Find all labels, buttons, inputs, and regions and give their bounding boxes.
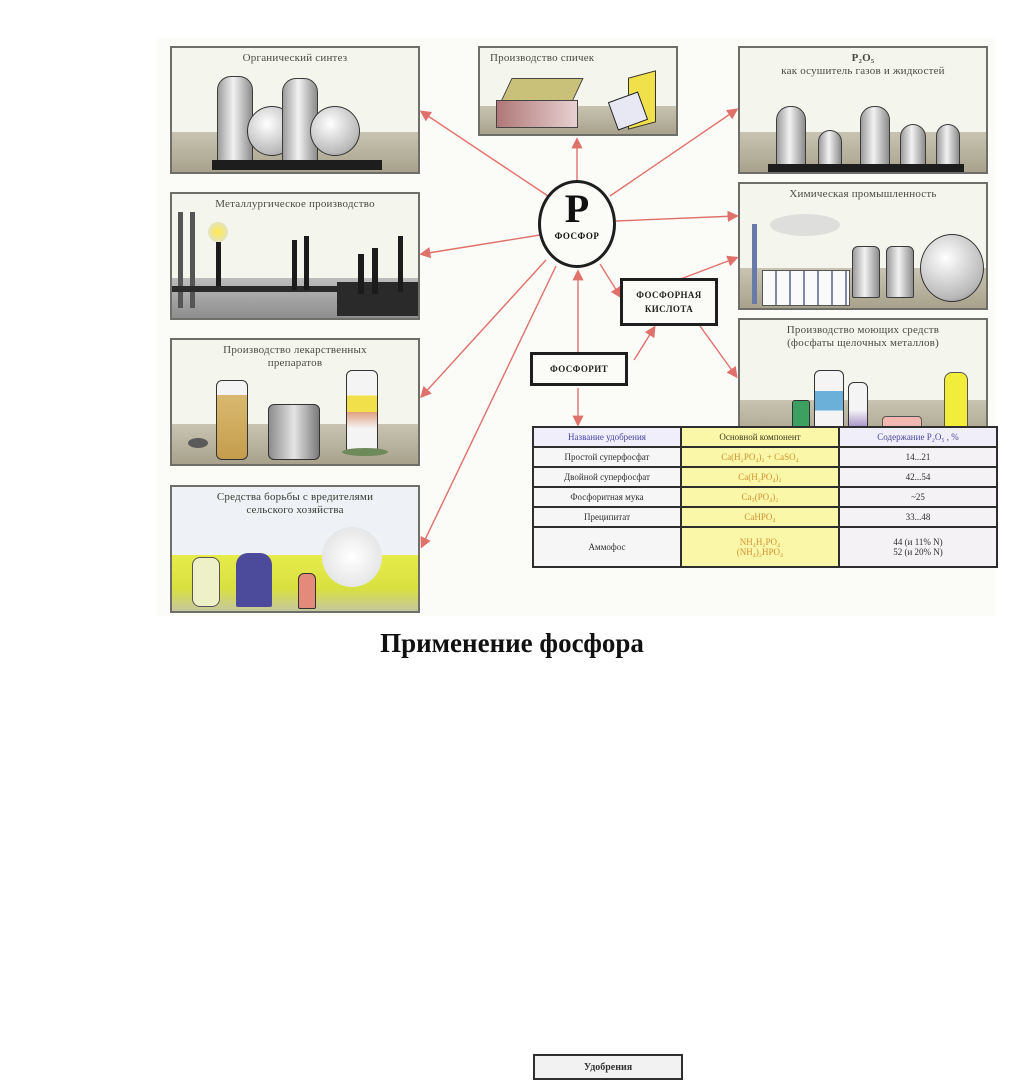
table-title: Удобрения <box>533 1054 683 1080</box>
panel-chemical-industry: Химическая промышленность <box>738 182 988 310</box>
table-title-row: Удобрения <box>533 1054 997 1080</box>
medicine-bottles-icon <box>172 340 418 464</box>
panel-caption-text: как осушитель газов и жидкостей <box>781 65 945 77</box>
table-row: Преципитат CaHPO₄ 33...48 <box>532 506 998 528</box>
panel-caption: Производство спичек <box>490 52 595 64</box>
chemical-plant-icon <box>740 184 986 308</box>
slide-title: Применение фосфора <box>380 628 644 658</box>
reactor-tanks-icon <box>172 48 418 172</box>
panel-caption: Химическая промышленность <box>789 188 937 200</box>
panel-caption: Производство лекарственных препаратов <box>223 344 367 369</box>
element-symbol: P <box>564 186 590 231</box>
phosphoric-acid-box: ФОСФОРНАЯ КИСЛОТА <box>620 278 718 326</box>
drying-columns-icon <box>740 48 986 172</box>
header-content: Содержание P₂O₅ , % <box>838 426 998 448</box>
panel-pesticides: Средства борьбы с вредителями сельского … <box>170 485 420 613</box>
panel-metallurgy: Металлургическое производство <box>170 192 420 320</box>
panel-drying-agent: P₂O₅ как осушитель газов и жидкостей <box>738 46 988 174</box>
phosphorus-hub: P ФОСФОР <box>538 180 616 268</box>
panel-caption: Средства борьбы с вредителями сельского … <box>216 491 374 516</box>
header-component: Основной компонент <box>680 426 840 448</box>
panel-organic-synthesis: Органический синтез <box>170 46 420 174</box>
fertilizer-table: Удобрения Название удобрения Основной ко… <box>532 426 998 1080</box>
panel-matches: Производство спичек <box>478 46 678 136</box>
panel-caption-formula: P₂O₅ <box>851 52 875 64</box>
header-name: Название удобрения <box>532 426 682 448</box>
panel-caption: P₂O₅ как осушитель газов и жидкостей <box>740 52 986 78</box>
panel-medicines: Производство лекарственных препаратов <box>170 338 420 466</box>
matchbook-icon <box>607 70 662 131</box>
matchbox-icon <box>496 78 586 130</box>
table-row: Простой суперфосфат Ca(H₂PO₄)₂ + CaSO₄ 1… <box>532 446 998 468</box>
phosphorite-box: ФОСФОРИТ <box>530 352 628 386</box>
panel-caption: Металлургическое производство <box>215 198 375 210</box>
pesticide-sprayers-icon <box>172 487 418 611</box>
panel-detergents: Производство моющих средств (фосфаты щел… <box>738 318 988 440</box>
table-row: Двойной суперфосфат Ca(H₂PO₄)₂ 42...54 <box>532 466 998 488</box>
panel-caption: Органический синтез <box>242 52 348 64</box>
element-name: ФОСФОР <box>554 231 600 241</box>
table-row: Фосфоритная мука Ca₃(PO₄)₂ ~25 <box>532 486 998 508</box>
factory-icon <box>172 194 418 318</box>
panel-caption: Производство моющих средств (фосфаты щел… <box>786 324 940 349</box>
table-header-row: Название удобрения Основной компонент Со… <box>532 426 998 448</box>
table-row: Аммофос NH₄H₂PO₄ (NH₄)₂HPO₄ 44 (и 11% N)… <box>532 526 998 568</box>
